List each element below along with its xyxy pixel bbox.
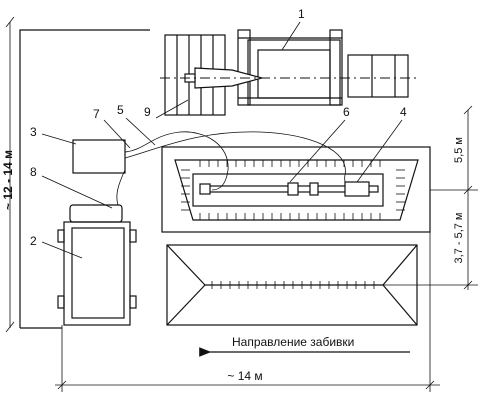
sheet-pile-block-2	[287, 182, 299, 196]
truck-wheel-rl	[57, 295, 65, 309]
direction-caption: Направление забивки	[232, 335, 354, 349]
leader-9	[155, 99, 189, 119]
sheet-pile-block-3	[309, 182, 319, 196]
truck-wheel-rr	[129, 295, 137, 309]
label-5: 5	[117, 103, 124, 117]
crane-cab	[347, 54, 409, 98]
leader-4	[356, 119, 403, 183]
lower-pit-slope-tr	[382, 244, 418, 286]
label-8: 8	[30, 165, 37, 179]
bottom-dimension-tick-right	[425, 380, 435, 390]
upper-pit-slopes	[174, 159, 419, 221]
lower-pit-slope-bl	[166, 284, 206, 326]
lower-pit-slope-tl	[166, 244, 206, 286]
truck-body-outer	[63, 221, 131, 326]
bottom-dimension-label: ~ 14 м	[227, 369, 262, 383]
right-dimension-label-upper: 5,5 м	[453, 137, 465, 163]
right-dimension-tick-mid	[463, 185, 473, 195]
leader-5	[125, 117, 156, 146]
crane-track-left	[237, 29, 251, 106]
upper-pit-outer	[161, 146, 431, 233]
label-9: 9	[144, 105, 151, 119]
leader-8	[41, 175, 113, 209]
left-dimension-tick-bottom	[5, 321, 15, 333]
lower-pit-ridge-ticks	[211, 281, 375, 289]
hose-7	[124, 131, 229, 191]
sheet-pile-block-1	[199, 183, 211, 195]
label-7: 7	[93, 107, 100, 121]
right-dimension-tick-top	[463, 105, 473, 115]
truck-wheel-fl	[57, 229, 65, 243]
sheet-pile-block-4	[344, 181, 370, 197]
leader-3	[41, 133, 77, 145]
label-6: 6	[343, 105, 350, 119]
hose-5	[124, 131, 361, 191]
pump-unit	[72, 139, 126, 174]
crane-body-inner	[257, 49, 331, 99]
leader-2	[41, 241, 83, 259]
upper-pit-bottom	[192, 173, 384, 207]
label-2: 2	[30, 234, 37, 248]
leader-1	[281, 21, 301, 51]
label-3: 3	[30, 125, 37, 139]
label-4: 4	[400, 105, 407, 119]
truck-body-inner	[71, 227, 125, 319]
bottom-dimension-tick-left	[57, 380, 67, 390]
hose-8	[116, 169, 126, 206]
right-dimension-label-lower: 3,7 - 5,7 м	[453, 213, 465, 264]
right-dimension-tick-bottom	[463, 280, 473, 290]
truck-cab	[69, 204, 123, 223]
leader-7	[103, 119, 131, 149]
leader-6	[289, 119, 346, 183]
left-dimension-tick-top	[5, 16, 15, 28]
left-dimension-label: ~ 12 - 14 м	[1, 150, 15, 210]
label-1: 1	[298, 7, 305, 21]
lower-pit-slope-br	[382, 284, 418, 326]
upper-pit-hatching	[181, 160, 405, 220]
crane-body-outer	[247, 39, 341, 106]
site-boundary	[19, 29, 150, 328]
truck-wheel-fr	[129, 229, 137, 243]
